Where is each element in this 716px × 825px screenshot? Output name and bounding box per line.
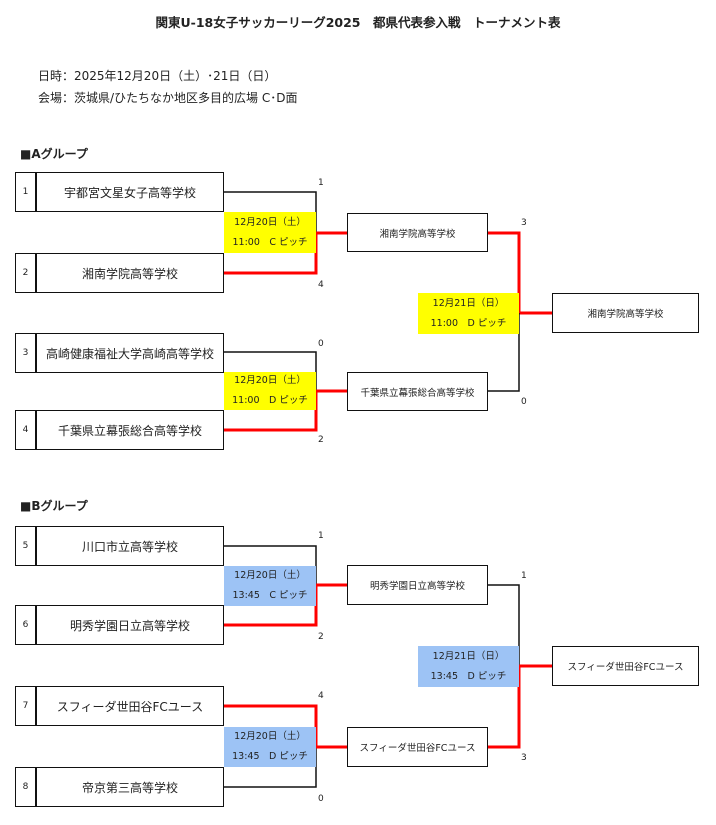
final-schedule: 12月21日（日） 13:45 D ピッチ [418,646,519,687]
match-date: 12月20日（土） [234,375,306,386]
bracket-line-a1-bottom-winner [222,231,347,275]
match-date: 12月21日（日） [432,650,505,662]
team-entry: 8 帝京第三高等学校 [15,767,224,807]
bracket-line-af-bottom [488,313,520,392]
score: 4 [318,280,324,290]
team-entry: 7 スフィーダ世田谷FCユース [15,686,224,726]
bracket-line-af-top-winner [488,231,552,315]
match-date: 12月21日（日） [432,297,505,309]
team-name: スフィーダ世田谷FCユース [56,699,204,714]
team-entry: 3 高崎健康福祉大学高崎高等学校 [15,333,224,373]
score: 1 [318,178,324,188]
team-number: 3 [16,334,37,372]
round1-winner: 明秀学園日立高等学校 [347,565,488,605]
bracket-line-a1-top [222,191,317,233]
team-entry: 4 千葉県立幕張総合高等学校 [15,410,224,450]
match-time-pitch: 11:00 D ピッチ [232,395,308,406]
team-name: 帝京第三高等学校 [81,780,178,795]
team-number: 2 [16,254,37,292]
bracket-line-bf-top [488,584,520,666]
round1-winner: 千葉県立幕張総合高等学校 [347,372,488,411]
group-a-champion: 湘南学院高等学校 [552,293,699,333]
score: 0 [521,397,527,407]
match-time-pitch: 11:00 D ピッチ [430,317,507,329]
bracket-line-a2-bottom-winner [222,389,347,432]
team-entry: 6 明秀学園日立高等学校 [15,605,224,645]
team-name: 湘南学院高等学校 [81,266,178,281]
match-schedule: 12月20日（土） 13:45 C ピッチ [224,566,316,606]
match-time-pitch: 11:00 C ピッチ [232,236,308,248]
team-number: 4 [16,411,37,449]
team-number: 6 [16,606,37,644]
match-date: 12月20日（土） [234,216,306,228]
match-schedule: 12月20日（土） 13:45 D ピッチ [224,727,316,767]
bracket-line-b2-bottom [222,747,317,788]
match-time-pitch: 13:45 D ピッチ [232,751,308,762]
match-time-pitch: 13:45 C ピッチ [232,590,308,601]
score: 3 [521,218,527,228]
team-name: 高崎健康福祉大学高崎高等学校 [45,346,214,361]
team-name: 川口市立高等学校 [81,539,178,554]
team-name: 宇都宮文星女子高等学校 [63,185,196,200]
match-time-pitch: 13:45 D ピッチ [430,670,507,682]
round1-winner: 湘南学院高等学校 [347,213,488,252]
team-name: 千葉県立幕張総合高等学校 [57,423,202,438]
score: 2 [318,435,324,445]
bracket-line-b1-top [222,545,317,585]
round1-winner: スフィーダ世田谷FCユース [347,727,488,767]
team-entry: 1 宇都宮文星女子高等学校 [15,172,224,212]
match-date: 12月20日（土） [234,570,306,581]
final-schedule: 12月21日（日） 11:00 D ピッチ [418,293,519,334]
team-entry: 5 川口市立高等学校 [15,526,224,566]
event-datetime: 日時：2025年12月20日（土）･21日（日） [38,69,277,83]
bracket-line-bf-bottom-winner [488,664,552,749]
score: 0 [318,794,324,804]
match-schedule: 12月20日（土） 11:00 D ピッチ [224,372,316,410]
bracket-line-b2-top-winner [222,704,347,749]
score: 0 [318,339,324,349]
score: 3 [521,753,527,763]
team-number: 7 [16,687,37,725]
match-date: 12月20日（土） [234,731,306,742]
match-schedule: 12月20日（土） 11:00 C ピッチ [224,212,316,253]
team-name: 明秀学園日立高等学校 [69,618,190,633]
group-b-label: ■Bグループ [20,499,88,513]
team-number: 1 [16,173,37,211]
score: 2 [318,632,324,642]
bracket-line-a2-top [222,351,317,391]
score: 1 [318,531,324,541]
team-entry: 2 湘南学院高等学校 [15,253,224,293]
score: 1 [521,571,527,581]
bracket-line-b1-bottom-winner [222,583,347,627]
page-title: 関東U-18女子サッカーリーグ2025 都県代表参入戦 トーナメント表 [155,15,561,30]
event-venue: 会場：茨城県/ひたちなか地区多目的広場 C･D面 [38,91,298,105]
score: 4 [318,691,324,701]
group-a-label: ■Aグループ [20,147,88,161]
team-number: 8 [16,768,37,806]
group-b-champion: スフィーダ世田谷FCユース [552,646,699,686]
team-number: 5 [16,527,37,565]
